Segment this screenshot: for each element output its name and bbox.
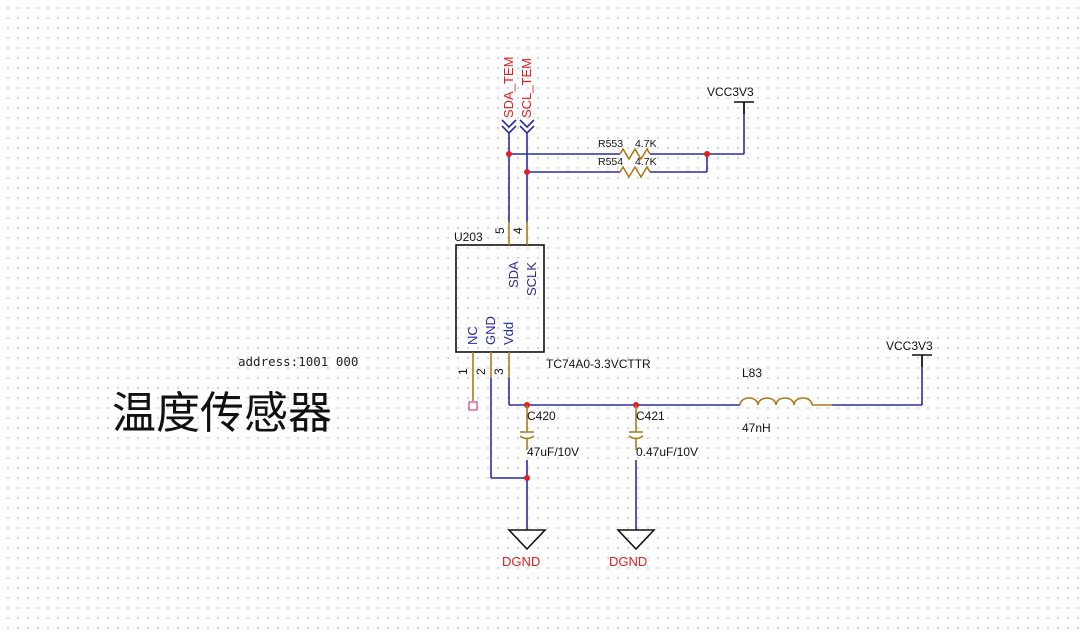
junction-pullup (704, 151, 710, 157)
pin-name-vdd: Vdd (501, 322, 516, 345)
capacitor-c420[interactable] (519, 431, 535, 440)
net-label-scl: SCL_TEM (519, 58, 534, 118)
r554-ref: R554 (598, 156, 623, 168)
port-arrow-sda (501, 119, 517, 135)
junction-scl (524, 169, 530, 175)
capacitor-c421[interactable] (628, 431, 644, 440)
pin-num-5: 5 (493, 227, 507, 234)
junction-gnd (524, 475, 530, 481)
port-arrow-scl (519, 119, 535, 135)
r554-value: 4.7K (635, 156, 657, 168)
chip-ref: U203 (454, 230, 483, 244)
gnd-left-label: DGND (502, 554, 540, 569)
pin-num-2: 2 (474, 368, 488, 375)
r553-ref: R553 (598, 138, 623, 150)
l83-value: 47nH (742, 421, 771, 435)
c421-ref: C421 (636, 409, 665, 423)
pin-num-4: 4 (511, 227, 525, 234)
no-connect-marker (468, 401, 478, 411)
resistor-r554[interactable] (619, 165, 651, 179)
l83-ref: L83 (742, 366, 762, 380)
address-note: address:1001 000 (238, 354, 358, 369)
resistor-r553[interactable] (619, 147, 651, 161)
chip-part: TC74A0-3.3VCTTR (546, 357, 651, 371)
net-label-sda: SDA_TEM (501, 57, 516, 118)
vcc-top-label: VCC3V3 (707, 85, 754, 99)
ground-symbol-left (507, 529, 547, 551)
pin-name-gnd: GND (483, 316, 498, 345)
pin-name-nc: NC (465, 326, 480, 345)
pin-name-sda: SDA (506, 261, 521, 288)
pin-num-3: 3 (492, 368, 506, 375)
r553-value: 4.7K (635, 138, 657, 150)
c420-value: 47uF/10V (527, 445, 579, 459)
c421-value: 0.47uF/10V (636, 445, 698, 459)
vcc-right-label: VCC3V3 (886, 339, 933, 353)
chip-body[interactable] (455, 244, 545, 353)
title: 温度传感器 (112, 388, 332, 439)
junction-sda (506, 151, 512, 157)
inductor-l83[interactable] (739, 397, 813, 406)
pin-num-1: 1 (456, 368, 470, 375)
gnd-right-label: DGND (609, 554, 647, 569)
ground-symbol-right (616, 529, 656, 551)
pin-name-sclk: SCLK (524, 262, 539, 296)
c420-ref: C420 (527, 409, 556, 423)
